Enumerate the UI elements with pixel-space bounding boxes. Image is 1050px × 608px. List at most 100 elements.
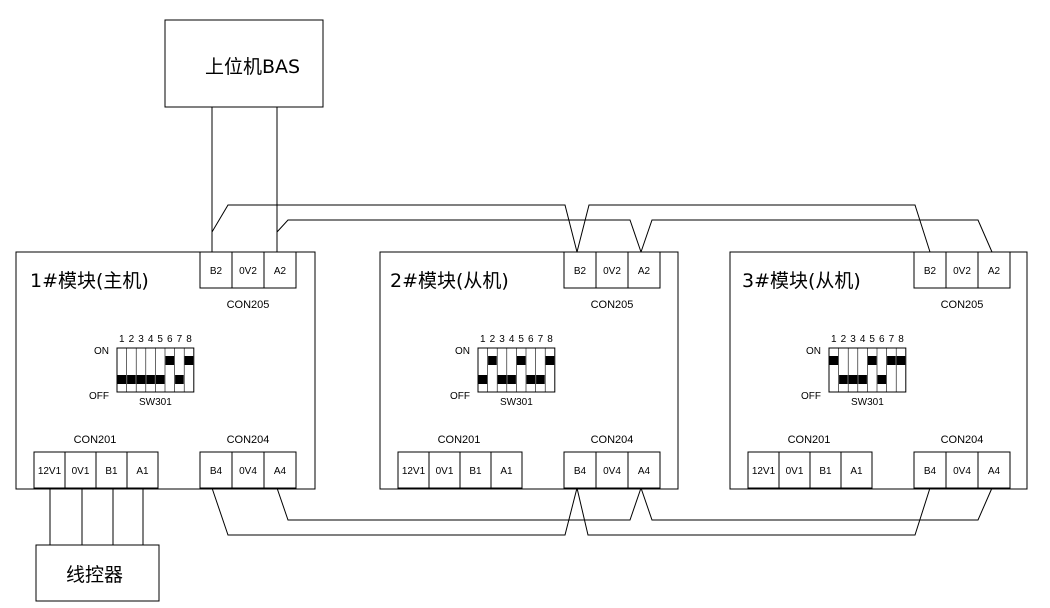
con201-pin [33, 451, 66, 489]
switch-toggle-off [536, 375, 545, 384]
con201-pin-label: A1 [136, 466, 149, 477]
switch-number-label: 5 [869, 334, 875, 345]
con205-pin-label: 0V2 [603, 266, 621, 277]
switch-number-label: 5 [518, 334, 524, 345]
con201-pin-label: 0V1 [786, 466, 804, 477]
con205-pin [945, 251, 979, 289]
switch-toggle-on [887, 356, 896, 365]
switch-number-label: 4 [509, 334, 515, 345]
switch-toggle-off [478, 375, 488, 384]
switch-name-label: SW301 [139, 397, 172, 408]
switch-toggle-on [165, 356, 175, 365]
con204-label: CON204 [591, 434, 634, 446]
con201-pin-label: A1 [500, 466, 513, 477]
host-bas-box: 上位机BAS [164, 19, 324, 108]
con201-pin-label: B1 [105, 466, 118, 477]
con204-pin [563, 451, 597, 489]
switch-name-label: SW301 [500, 397, 533, 408]
switch-toggle-off [507, 375, 516, 384]
switch-toggle-off [848, 375, 858, 384]
con201-pin-label: B1 [819, 466, 832, 477]
switch-number-label: 5 [157, 334, 163, 345]
switch-off-label: OFF [89, 391, 109, 402]
switch-off-label: OFF [450, 391, 470, 402]
switch-number-label: 6 [528, 334, 534, 345]
con201-pin-label: 0V1 [436, 466, 454, 477]
wire-a2-m2-m3 [640, 219, 993, 253]
switch-toggle-on [545, 356, 555, 365]
switch-toggle-on [896, 356, 906, 365]
con205-pin-label: 0V2 [953, 266, 971, 277]
con201-pin-label: A1 [850, 466, 863, 477]
switch-number-label: 3 [138, 334, 144, 345]
con204-connector: B4 0V4 A4 [199, 451, 297, 489]
con204-pin-label: A4 [274, 466, 287, 477]
switch-toggle-on [184, 356, 194, 365]
con204-pin-label: 0V4 [603, 466, 621, 477]
con201-pin-label: 12V1 [402, 466, 426, 477]
con205-pin-label: A2 [274, 266, 287, 277]
con204-pin-label: B4 [210, 466, 223, 477]
switch-on-label: ON [806, 346, 821, 357]
wire-b2-m1-m2 [211, 204, 578, 253]
switch-toggle-off [877, 375, 887, 384]
switch-toggle-on [829, 356, 839, 365]
line-controller-label: 线控器 [66, 564, 123, 586]
wire-b4-m2-m3 [576, 487, 931, 536]
switch-toggle-off [136, 375, 146, 384]
con204-pin [977, 451, 1011, 489]
con204-pin [199, 451, 233, 489]
switch-number-label: 4 [148, 334, 154, 345]
con205-pin [595, 251, 629, 289]
con205-pin [977, 251, 1011, 289]
switch-number-label: 7 [889, 334, 895, 345]
switch-number-label: 2 [841, 334, 847, 345]
con205-pin [627, 251, 661, 289]
con201-pin [747, 451, 780, 489]
con201-pin [778, 451, 811, 489]
con205-label: CON205 [227, 299, 270, 311]
switch-on-label: ON [94, 346, 109, 357]
switch-toggle-off [117, 375, 127, 384]
con201-pin-label: 0V1 [72, 466, 90, 477]
module-title: 2#模块(从机) [390, 270, 509, 292]
switch-number-label: 8 [186, 334, 192, 345]
switch-on-label: ON [455, 346, 470, 357]
con204-pin-label: A4 [638, 466, 651, 477]
switch-toggle-off [175, 375, 184, 384]
con204-pin-label: 0V4 [239, 466, 257, 477]
con201-label: CON201 [438, 434, 481, 446]
con201-pin [126, 451, 159, 489]
con201-pin [809, 451, 842, 489]
switch-number-label: 1 [831, 334, 837, 345]
con201-label: CON201 [788, 434, 831, 446]
switch-toggle-off [497, 375, 507, 384]
con201-connector: 12V1 0V1 B1 A1 [397, 451, 523, 489]
module-title: 1#模块(主机) [30, 270, 149, 292]
host-bas-label: 上位机BAS [205, 56, 300, 78]
con201-label: CON201 [74, 434, 117, 446]
switch-off-label: OFF [801, 391, 821, 402]
con205-pin-label: B2 [210, 266, 223, 277]
switch-number-label: 8 [898, 334, 904, 345]
con201-pin-label: B1 [469, 466, 482, 477]
con205-label: CON205 [591, 299, 634, 311]
switch-number-label: 7 [177, 334, 183, 345]
switch-toggle-off [526, 375, 536, 384]
switch-number-label: 2 [490, 334, 496, 345]
con205-pin-label: B2 [924, 266, 937, 277]
con201-pin [490, 451, 523, 489]
con205-pin-label: A2 [988, 266, 1001, 277]
switch-toggle-off [839, 375, 848, 384]
con204-pin-label: A4 [988, 466, 1001, 477]
wire-a4-m1-m2 [276, 487, 642, 521]
